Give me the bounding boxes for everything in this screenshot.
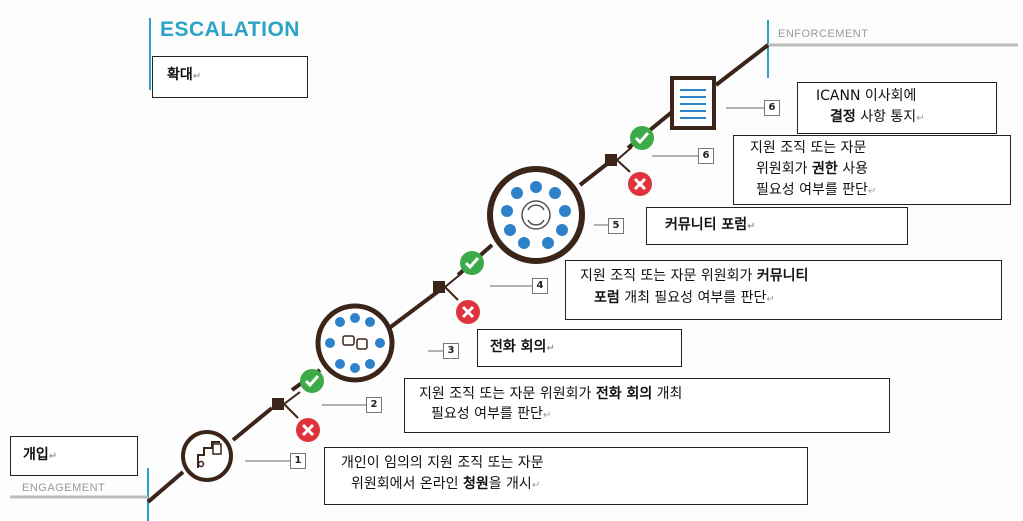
step-2-line2: 필요성 여부를 판단↵ (431, 406, 552, 422)
escalation-title: ESCALATION (160, 18, 300, 41)
step-1-box: 개인이 임의의 지원 조직 또는 자문 위원회에서 온라인 청원을 개시↵ (324, 447, 808, 505)
step-1-line1: 개인이 임의의 지원 조직 또는 자문 (341, 455, 544, 471)
escalation-ko-label: 확대↵ (167, 67, 202, 83)
yes-check-icon (460, 251, 484, 275)
no-cross-icon (628, 172, 652, 196)
board-notify-box: ICANN 이사회에 결정 사항 통지↵ (797, 82, 997, 134)
board-notify-line1: ICANN 이사회에 (816, 88, 917, 104)
step-4-box: 지원 조직 또는 자문 위원회가 커뮤니티 포럼 개최 필요성 여부를 판단↵ (565, 260, 1002, 320)
engagement-label: ENGAGEMENT (22, 482, 106, 494)
step-number-2: 2 (366, 397, 382, 413)
engagement-ko-label: 개입↵ (23, 447, 58, 463)
step-4-line2: 포럼 개최 필요성 여부를 판단↵ (594, 290, 775, 306)
no-cross-icon (456, 300, 480, 324)
petition-icon (181, 430, 233, 482)
decision-node-6 (605, 154, 617, 166)
branch-2 (283, 391, 301, 419)
engagement-ko-box: 개입↵ (10, 436, 138, 476)
step-6-line1: 지원 조직 또는 자문 (750, 140, 867, 156)
document-icon (670, 76, 716, 130)
step-4-line1: 지원 조직 또는 자문 위원회가 커뮤니티 (580, 268, 809, 284)
step-3-label: 전화 회의↵ (490, 339, 555, 355)
step-number-1: 1 (290, 453, 306, 469)
step-number-4: 4 (532, 278, 548, 294)
step-5-label: 커뮤니티 포럼↵ (665, 217, 756, 233)
branch-4 (444, 272, 463, 301)
step-2-line1: 지원 조직 또는 자문 위원회가 전화 회의 개최 (419, 386, 683, 402)
decision-node-4 (433, 281, 445, 293)
yes-check-icon (630, 126, 654, 150)
step-5-box: 커뮤니티 포럼↵ (646, 207, 908, 245)
step-6-line2: 위원회가 권한 사용 (756, 161, 868, 177)
step-2-box: 지원 조직 또는 자문 위원회가 전화 회의 개최 필요성 여부를 판단↵ (404, 378, 890, 433)
enforcement-label: ENFORCEMENT (778, 28, 869, 40)
step-6-line3: 필요성 여부를 판단↵ (756, 182, 877, 198)
step-number-3: 3 (443, 343, 459, 359)
leader-lines (245, 107, 764, 462)
step-number-6a: 6 (698, 148, 714, 164)
yes-check-icon (300, 369, 324, 393)
step-number-5: 5 (608, 218, 624, 234)
community-forum-icon (487, 166, 585, 264)
step-3-box: 전화 회의↵ (477, 329, 682, 367)
step-number-6b: 6 (764, 100, 780, 116)
decision-node-2 (272, 398, 284, 410)
no-cross-icon (296, 418, 320, 442)
board-notify-line2: 결정 사항 통지↵ (830, 109, 925, 125)
escalation-ko-box: 확대↵ (152, 56, 308, 98)
step-6-decision-box: 지원 조직 또는 자문 위원회가 권한 사용 필요성 여부를 판단↵ (733, 135, 1011, 205)
conference-call-icon (315, 303, 395, 383)
step-1-line2: 위원회에서 온라인 청원을 개시↵ (351, 476, 541, 492)
branch-6 (616, 146, 633, 173)
